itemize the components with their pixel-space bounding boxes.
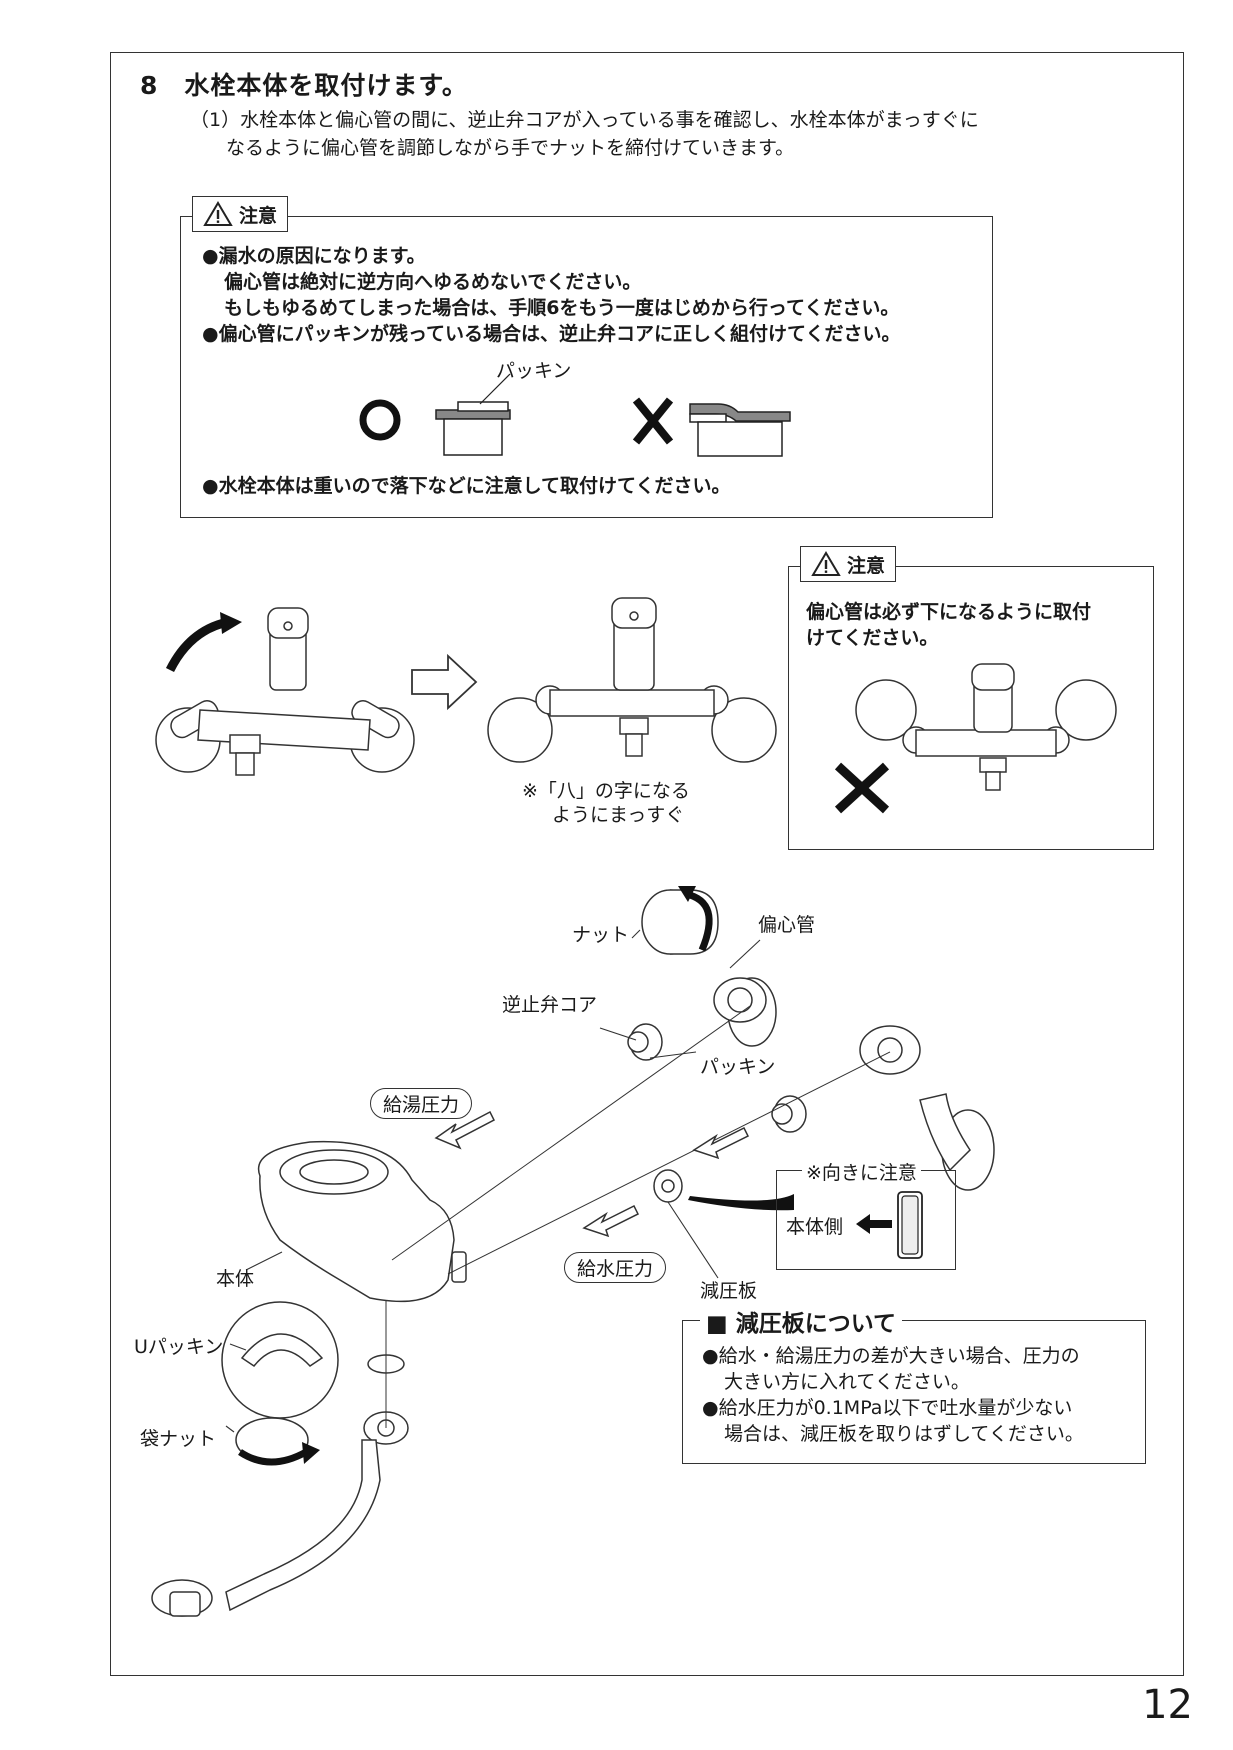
reducer-note-line4: 場合は、減圧板を取りはずしてください。 [724,1423,1084,1445]
caution1-line3: もしもゆるめてしまった場合は、手順6をもう一度はじめから行ってください。 [224,297,900,319]
hot-flow-arrow-icon [434,1110,495,1150]
label-hot-pressure: 給湯圧力 [370,1088,473,1119]
reducer-plate-part [653,1169,683,1203]
label-check-valve: 逆止弁コア [502,994,598,1016]
caution1-line2: 偏心管は絶対に逆方向へゆるめないでください。 [224,271,642,293]
wrong-orientation-illustration [834,663,1117,814]
next-arrow-icon [411,653,478,711]
warning-icon [811,551,841,576]
step-sub-line1: （1）水栓本体と偏心管の間に、逆止弁コアが入っている事を確認し、水栓本体がまっす… [190,109,979,131]
rotate-arrow-icon [165,617,230,673]
spout-part [151,1439,381,1617]
faucet-body-part [257,1140,467,1303]
packing-diagram [359,373,791,457]
tilted-faucet [155,607,415,776]
caution2-line2: けてください。 [806,627,939,649]
ng-packing-diagram [689,403,791,457]
check-valve-core-part-2 [771,1095,807,1133]
caution-box-2 [788,566,1154,850]
bag-nut-part [235,1411,409,1463]
align-note-line2: ようにまっすぐ [552,804,685,826]
warning-icon [203,201,233,226]
label-body-side: 本体側 [786,1216,844,1238]
caution2-line1: 偏心管は必ず下になるように取付 [806,601,1092,623]
ng-cross-mark-2 [834,762,890,814]
exploded-assembly-diagram [151,886,995,1617]
caution-tag-2-text: 注意 [847,554,886,577]
bag-nut-rotate-arrow-icon [238,1448,308,1466]
page-number: 12 [1142,1682,1193,1728]
label-reducer-plate: 減圧板 [700,1280,758,1302]
step-title: 8 水栓本体を取付けます。 [140,71,468,100]
packing-label-top: パッキン [496,360,572,382]
ok-circle-mark [359,399,401,441]
caution-tag-1: 注意 [192,196,289,232]
u-packing-part [221,1301,405,1419]
caution-tag-1-text: 注意 [239,204,278,227]
caution-box-1 [180,216,993,518]
check-valve-core-part [627,1023,663,1061]
page-frame [110,52,1184,1676]
step-sub-line2: なるように偏心管を調節しながら手でナットを締付けていきます。 [226,137,795,159]
caution1-last-line: ●水栓本体は重いので落下などに注意して取付けてください。 [202,475,731,497]
label-packing: パッキン [700,1056,776,1078]
label-u-packing: Uパッキン [134,1336,224,1358]
label-cold-pressure: 給水圧力 [564,1252,667,1283]
orientation-note-title: ※向きに注意 [802,1158,921,1185]
label-nut: ナット [572,924,630,946]
reducer-note-line2: 大きい方に入れてください。 [724,1371,970,1393]
body-side-arrow-icon [856,1214,892,1234]
offset-pipe-upper [713,977,777,1047]
reducer-note-box [682,1320,1146,1464]
label-bag-nut: 袋ナット [140,1428,217,1450]
align-note-line1: ※「八」の字になる [522,780,690,802]
reducer-note-title: ■ 減圧板について [700,1304,903,1338]
cold-flow-arrow-icon [582,1204,640,1238]
caution1-line1: ●漏水の原因になります。 [202,245,426,267]
caution-tag-2: 注意 [800,546,897,582]
reducer-note-line3: ●給水圧力が0.1MPa以下で吐水量が少ない [702,1397,1073,1419]
label-offset-pipe: 偏心管 [758,914,816,936]
straight-faucet [487,597,777,763]
label-body: 本体 [216,1268,255,1290]
ng-cross-mark [632,397,674,445]
inverted-faucet [855,663,1117,791]
reducer-note-line1: ●給水・給湯圧力の差が大きい場合、圧力の [702,1345,1080,1367]
flow-arrow-icon [692,1126,750,1160]
faucet-align-illustration [155,597,777,776]
reducer-plate-side-view [897,1191,923,1259]
caution1-line4: ●偏心管にパッキンが残っている場合は、逆止弁コアに正しく組付けてください。 [202,323,901,345]
orientation-diagram [856,1191,923,1259]
ok-packing-diagram [435,373,511,456]
nut-rotate-arrow-icon [685,890,713,952]
rotate-arrow-head-icon [220,612,242,634]
